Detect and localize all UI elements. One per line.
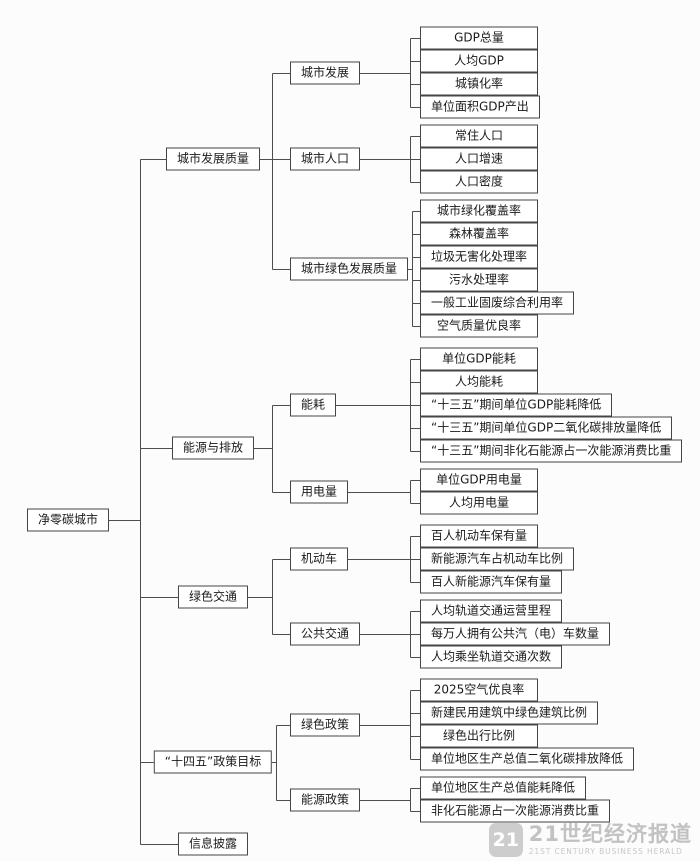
leaf-node: 人口增速 bbox=[420, 147, 538, 171]
connector bbox=[248, 559, 290, 635]
root-node: 净零碳城市 bbox=[26, 508, 110, 532]
leaf-node: 空气质量优良率 bbox=[420, 314, 538, 338]
leaf-node: 常住人口 bbox=[420, 124, 538, 148]
leaf-node: 一般工业固废综合利用率 bbox=[420, 291, 575, 315]
connector bbox=[109, 159, 178, 845]
connector bbox=[360, 38, 420, 108]
leaf-node: 绿色出行比例 bbox=[420, 724, 538, 748]
branch-node: 能源与排放 bbox=[171, 436, 255, 460]
leaf-node: 人均用电量 bbox=[420, 491, 538, 515]
leaf-node: 人均轨道交通运营里程 bbox=[420, 599, 563, 623]
branch-node: “十四五”政策目标 bbox=[153, 750, 273, 774]
leaf-node: 新建民用建筑中绿色建筑比例 bbox=[420, 701, 599, 725]
connector bbox=[360, 690, 420, 760]
leaf-node: 2025空气优良率 bbox=[420, 678, 538, 702]
connector bbox=[360, 611, 420, 658]
herald-logo-icon: 21 bbox=[488, 823, 523, 857]
branch-node: 机动车 bbox=[290, 547, 349, 571]
connector bbox=[360, 788, 420, 812]
leaf-node: 森林覆盖率 bbox=[420, 222, 538, 246]
leaf-node: 人口密度 bbox=[420, 170, 538, 194]
connector bbox=[348, 536, 420, 583]
watermark-cn: 21世纪经济报道 bbox=[528, 822, 692, 847]
leaf-node: 人均GDP bbox=[420, 49, 538, 73]
branch-node: 绿色政策 bbox=[290, 713, 361, 736]
watermark-en: 21ST CENTURY BUSINESS HERALD bbox=[528, 847, 683, 857]
leaf-node: 单位地区生产总值能耗降低 bbox=[420, 776, 587, 800]
branch-node: 城市发展质量 bbox=[165, 147, 261, 171]
leaf-node: 每万人拥有公共汽（电）车数量 bbox=[420, 622, 611, 646]
branch-node: 城市发展 bbox=[290, 61, 361, 84]
leaf-node: 垃圾无害化处理率 bbox=[420, 245, 539, 269]
leaf-node: 人均乘坐轨道交通次数 bbox=[420, 645, 563, 669]
leaf-node: 百人新能源汽车保有量 bbox=[420, 570, 563, 594]
leaf-node: 污水处理率 bbox=[420, 268, 538, 292]
branch-node: 用电量 bbox=[290, 480, 349, 503]
connector bbox=[360, 136, 420, 183]
connector bbox=[260, 73, 290, 270]
watermark-text: 21世纪经济报道 21ST CENTURY BUSINESS HERALD bbox=[529, 824, 692, 856]
branch-node: 城市人口 bbox=[290, 147, 361, 171]
leaf-node: 单位面积GDP产出 bbox=[420, 95, 540, 119]
leaf-node: GDP总量 bbox=[420, 26, 538, 50]
leaf-node: 城市绿化覆盖率 bbox=[420, 199, 538, 223]
leaf-node: “十三五”期间非化石能源占一次能源消费比重 bbox=[420, 439, 683, 463]
branch-node: 城市绿色发展质量 bbox=[290, 257, 409, 280]
branch-node: 能源政策 bbox=[290, 788, 361, 811]
leaf-node: 非化石能源占一次能源消费比重 bbox=[420, 799, 611, 823]
leaf-node: “十三五”期间单位GDP能耗降低 bbox=[420, 393, 613, 417]
watermark: 21 21世纪经济报道 21ST CENTURY BUSINESS HERALD bbox=[488, 823, 692, 857]
connector bbox=[348, 480, 420, 504]
leaf-node: 百人机动车保有量 bbox=[420, 524, 539, 548]
connector bbox=[408, 211, 420, 327]
branch-node: 公共交通 bbox=[290, 622, 361, 646]
branch-node: 绿色交通 bbox=[177, 585, 249, 608]
branch-node: 能耗 bbox=[290, 393, 337, 417]
connector bbox=[254, 405, 290, 493]
leaf-node: “十三五”期间单位GDP二氧化碳排放量降低 bbox=[420, 416, 673, 440]
leaf-node: 单位GDP能耗 bbox=[420, 347, 538, 371]
leaf-node: 单位地区生产总值二氧化碳排放降低 bbox=[420, 747, 635, 771]
leaf-node: 新能源汽车占机动车比例 bbox=[420, 547, 575, 571]
leaf-node: 单位GDP用电量 bbox=[420, 468, 538, 492]
leaf-node: 城镇化率 bbox=[420, 72, 538, 96]
leaf-node: 信息披露 bbox=[177, 832, 249, 856]
connector bbox=[272, 725, 290, 801]
leaf-node: 人均能耗 bbox=[420, 370, 538, 394]
connector bbox=[336, 359, 420, 452]
